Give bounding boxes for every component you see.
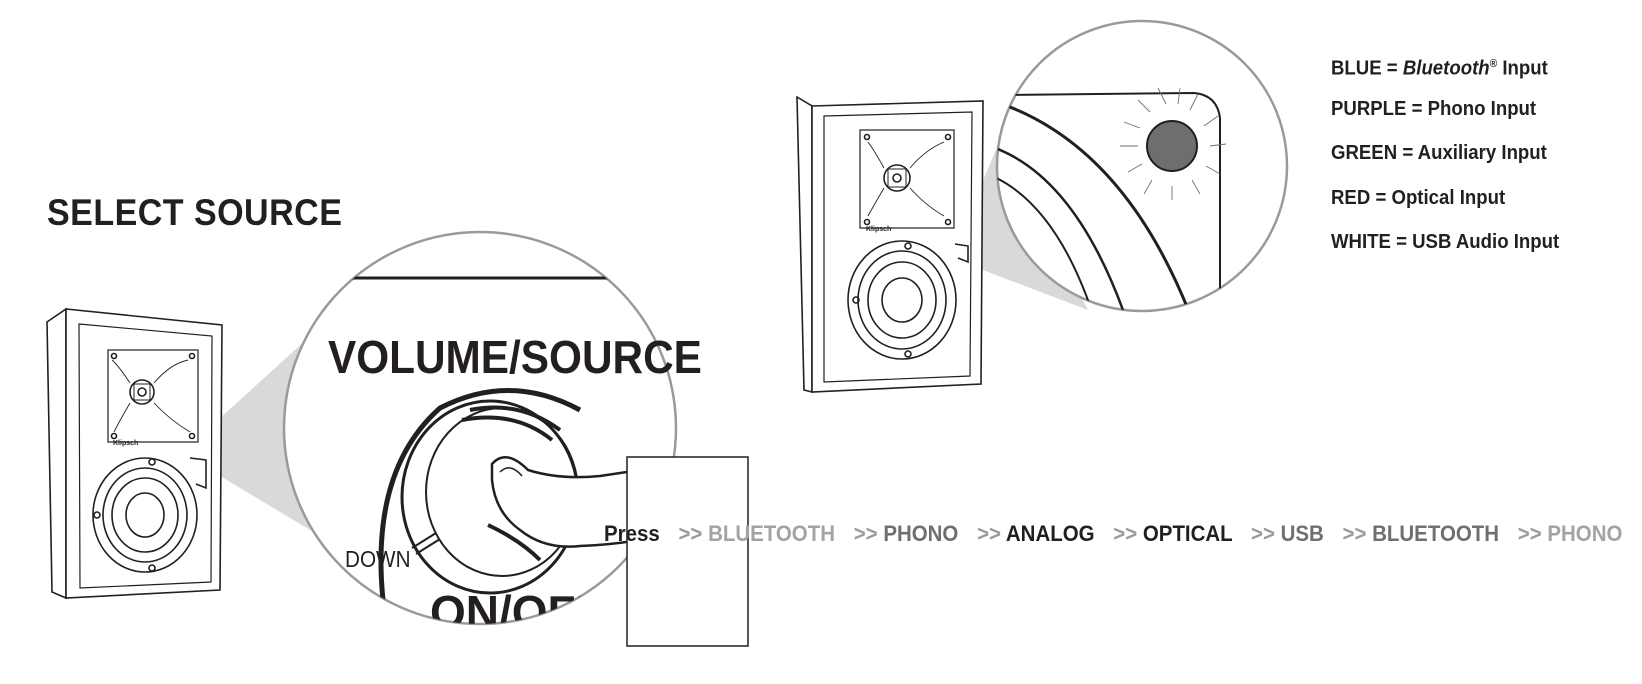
legend-input-name: Bluetooth — [1402, 57, 1490, 80]
sequence-separator: >> — [977, 521, 1001, 546]
sequence-separator: >> — [1517, 521, 1542, 546]
left-speaker-brand: Klipsch — [113, 440, 138, 447]
right-speaker-brand: Klipsch — [866, 226, 891, 233]
legend-item-blue: BLUE = Bluetooth® Input — [1331, 57, 1548, 80]
sequence-separator: >> — [678, 521, 703, 546]
legend-input-name: USB Audio Input — [1412, 231, 1560, 253]
right-speaker — [796, 95, 984, 394]
legend-color-word: PURPLE — [1331, 97, 1407, 120]
legend-color-word: WHITE — [1331, 231, 1391, 253]
led-color-legend: BLUE = Bluetooth® Input PURPLE = Phono I… — [1331, 50, 1631, 273]
left-speaker — [46, 307, 223, 600]
legend-color-word: BLUE — [1331, 57, 1382, 80]
volume-source-label: VOLUME/SOURCE — [328, 331, 702, 383]
legend-input-name: Optical Input — [1391, 186, 1506, 209]
source-sequence: Press >> BLUETOOTH >> PHONO >> ANALOG >>… — [604, 521, 1642, 547]
legend-input-name: Phono Input — [1427, 97, 1537, 120]
sequence-step-phono-repeat: PHONO — [1547, 521, 1623, 546]
sequence-step-phono: PHONO — [883, 521, 959, 546]
knob-down-label: DOWN — [345, 546, 411, 572]
legend-color-word: RED — [1331, 186, 1371, 209]
sequence-separator: >> — [853, 521, 878, 546]
legend-color-word: GREEN — [1331, 142, 1398, 164]
legend-mark: ® — [1489, 58, 1498, 70]
legend-input-suffix: Input — [1502, 57, 1548, 80]
sequence-step-bluetooth: BLUETOOTH — [708, 521, 836, 546]
legend-item-red: RED = Optical Input — [1331, 186, 1506, 209]
legend-item-green: GREEN = Auxiliary Input — [1331, 142, 1547, 164]
led-indicator — [1146, 120, 1198, 172]
led-zoom-circle — [995, 19, 1289, 313]
press-box — [626, 456, 749, 647]
legend-input-name: Auxiliary Input — [1417, 142, 1547, 164]
sequence-step-usb: USB — [1280, 521, 1324, 546]
sequence-step-optical: OPTICAL — [1142, 521, 1233, 546]
sequence-separator: >> — [1342, 521, 1367, 546]
legend-item-white: WHITE = USB Audio Input — [1331, 231, 1560, 253]
sequence-separator: >> — [1251, 521, 1275, 546]
sequence-step-analog: ANALOG — [1005, 521, 1095, 546]
sequence-step-bluetooth-repeat: BLUETOOTH — [1372, 521, 1500, 546]
press-label: Press — [604, 521, 660, 546]
page-title: SELECT SOURCE — [47, 192, 343, 233]
legend-item-purple: PURPLE = Phono Input — [1331, 97, 1537, 120]
svg-text:ON/OFF: ON/OFF — [430, 586, 604, 638]
sequence-separator: >> — [1113, 521, 1138, 546]
